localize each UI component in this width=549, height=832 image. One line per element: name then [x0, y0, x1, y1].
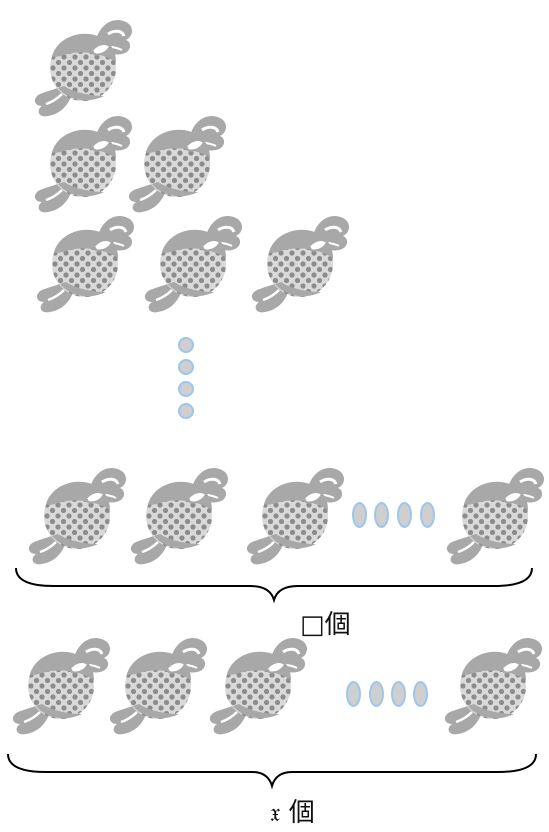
ellipsis-dot [178, 403, 194, 419]
ellipsis-dot [374, 502, 389, 528]
candy-icon [22, 458, 132, 568]
ellipsis-dot [369, 681, 384, 707]
ellipsis-dot [346, 681, 361, 707]
candy-icon [122, 106, 232, 216]
ellipsis-dot [178, 359, 194, 375]
candy-icon [6, 628, 116, 738]
curly-brace [6, 750, 538, 790]
candy-icon [138, 206, 248, 316]
ellipsis-dot [420, 502, 435, 528]
candy-icon [438, 628, 548, 738]
candy-icon [440, 458, 549, 568]
candy-icon [30, 206, 140, 316]
ellipsis-dot [178, 381, 194, 397]
ellipsis-dot [391, 681, 406, 707]
candy-icon [103, 628, 213, 738]
count-unit: 個 [289, 798, 315, 828]
candy-icon [124, 458, 234, 568]
candy-icon [203, 628, 313, 738]
x-variable: 𝔵 [270, 798, 281, 828]
curly-brace [14, 564, 534, 604]
candy-icon [28, 10, 138, 120]
ellipsis-dot [397, 502, 412, 528]
x-count-label: 𝔵 個 [270, 792, 315, 829]
candy-icon [245, 206, 355, 316]
ellipsis-dot [178, 337, 194, 353]
ellipsis-dot [413, 681, 428, 707]
ellipsis-dot [352, 502, 367, 528]
candy-icon [240, 458, 350, 568]
